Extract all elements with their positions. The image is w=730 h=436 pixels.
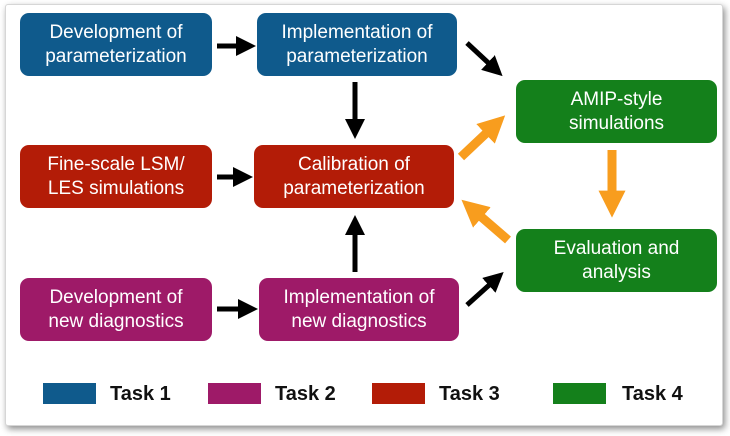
legend-label-task-1: Task 1 (110, 383, 171, 405)
arrow-impl-diag-to-eval (465, 271, 504, 307)
legend-label-task-3: Task 3 (439, 383, 500, 405)
node-label: Fine-scale LSM/ LES simulations (47, 153, 185, 199)
node-label: Implementation of parameterization (281, 21, 433, 67)
legend-label-task-4: Task 4 (622, 383, 683, 405)
node-fine-scale-simulations: Fine-scale LSM/ LES simulations (20, 145, 212, 208)
node-amip-style-simulations: AMIP-style simulations (516, 80, 717, 143)
node-development-of-parameterization: Development of parameterization (20, 13, 212, 76)
node-label: Development of parameterization (45, 21, 187, 67)
node-calibration-of-parameterization: Calibration of parameterization (254, 145, 454, 208)
node-label: Development of new diagnostics (48, 286, 184, 332)
node-evaluation-and-analysis: Evaluation and analysis (516, 229, 717, 292)
legend-swatch-task-4 (553, 383, 606, 404)
arrow-eval-to-calib (461, 199, 511, 244)
arrow-impl-param-to-amip (465, 41, 503, 77)
legend-swatch-task-3 (372, 383, 425, 404)
legend-label-task-2: Task 2 (275, 383, 336, 405)
node-development-of-new-diagnostics: Development of new diagnostics (20, 278, 212, 341)
arrow-calib-to-amip (457, 115, 506, 161)
node-implementation-of-parameterization: Implementation of parameterization (257, 13, 457, 76)
node-label: Implementation of new diagnostics (283, 286, 435, 332)
node-implementation-of-new-diagnostics: Implementation of new diagnostics (259, 278, 459, 341)
node-label: Evaluation and analysis (553, 237, 680, 283)
node-label: AMIP-style simulations (568, 88, 665, 134)
legend-swatch-task-1 (43, 383, 96, 404)
node-label: Calibration of parameterization (283, 153, 425, 199)
legend-swatch-task-2 (208, 383, 261, 404)
